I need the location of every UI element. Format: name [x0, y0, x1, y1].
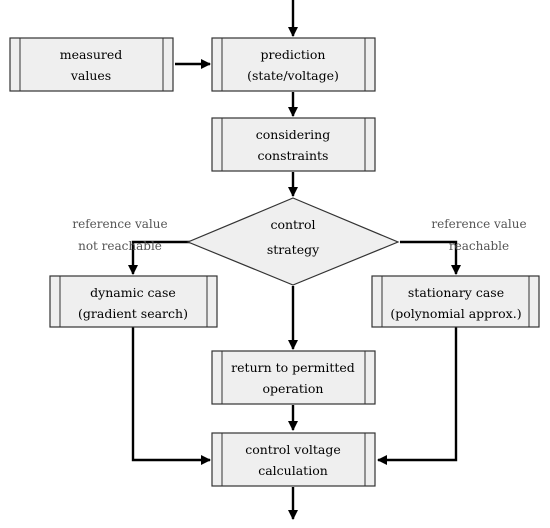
return-to-operation-box: return to permitted operation — [211, 350, 376, 405]
control-strategy-decision: control strategy — [186, 197, 400, 286]
stationary-case-label-line1: stationary case — [408, 285, 504, 300]
arrow-decision-to-dynamic — [128, 240, 190, 275]
measured-values-box: measured values — [9, 37, 174, 92]
dynamic-case-label-line2: (gradient search) — [78, 306, 188, 321]
arrow-stationary-to-calc — [377, 327, 458, 465]
prediction-box: prediction (state/voltage) — [211, 37, 376, 92]
prediction-label-line2: (state/voltage) — [247, 68, 339, 83]
branch-right-line2: reachable — [449, 239, 509, 253]
prediction-label-line1: prediction — [261, 47, 326, 62]
branch-left-line2: not reachable — [78, 239, 162, 253]
stationary-case-box: stationary case (polynomial approx.) — [371, 275, 540, 328]
constraints-box: considering constraints — [211, 117, 376, 172]
measured-values-label-line1: measured — [60, 47, 123, 62]
branch-label-right: reference value reachable — [431, 217, 526, 253]
decision-label-line1: control — [270, 217, 315, 232]
measured-values-label-line2: values — [70, 68, 111, 83]
calc-label-line1: control voltage — [245, 442, 341, 457]
stationary-case-label-line2: (polynomial approx.) — [390, 306, 521, 321]
dynamic-case-box: dynamic case (gradient search) — [49, 275, 218, 328]
branch-label-left: reference value not reachable — [72, 217, 167, 253]
return-label-line2: operation — [263, 381, 324, 396]
branch-right-line1: reference value — [431, 217, 526, 231]
decision-label-line2: strategy — [267, 242, 320, 257]
branch-left-line1: reference value — [72, 217, 167, 231]
arrow-dynamic-to-calc — [131, 327, 211, 465]
constraints-label-line1: considering — [256, 127, 330, 142]
dynamic-case-label-line1: dynamic case — [90, 285, 176, 300]
constraints-label-line2: constraints — [258, 148, 329, 163]
arrow-decision-to-stationary — [400, 240, 461, 275]
control-voltage-calculation-box: control voltage calculation — [211, 432, 376, 487]
calc-label-line2: calculation — [258, 463, 328, 478]
connectors — [128, 0, 461, 520]
return-label-line1: return to permitted — [231, 360, 355, 375]
